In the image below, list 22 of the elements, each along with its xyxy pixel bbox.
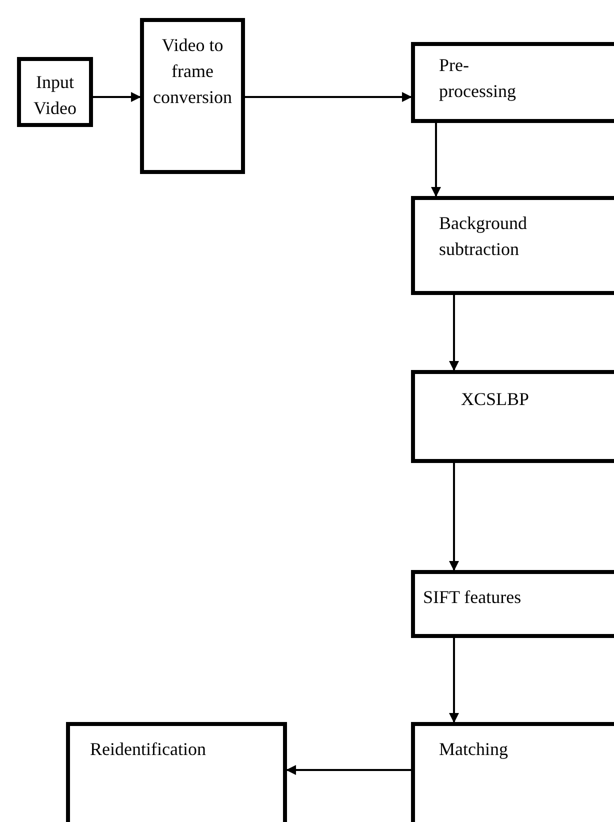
arrow xyxy=(286,765,411,775)
box-label: Video to frame conversion xyxy=(152,34,233,110)
box-label: Matching xyxy=(439,738,509,761)
box-label: Input Video xyxy=(32,71,78,120)
box-label: SIFT features xyxy=(423,586,522,609)
process-box xyxy=(411,42,614,123)
process-box xyxy=(17,57,93,127)
arrow xyxy=(93,92,141,102)
arrow xyxy=(245,92,412,102)
process-box xyxy=(140,18,245,174)
box-label: Background subtraction xyxy=(439,212,528,262)
arrow xyxy=(449,638,459,723)
box-label: Pre-processing xyxy=(439,54,517,104)
process-box xyxy=(411,370,614,463)
arrow xyxy=(449,295,459,371)
box-label: XCSLBP xyxy=(460,388,530,411)
process-box xyxy=(411,570,614,638)
process-box xyxy=(411,196,614,295)
box-label: Reidentification xyxy=(90,738,207,761)
arrow xyxy=(431,123,441,197)
arrow xyxy=(449,463,459,571)
process-box xyxy=(66,722,287,822)
